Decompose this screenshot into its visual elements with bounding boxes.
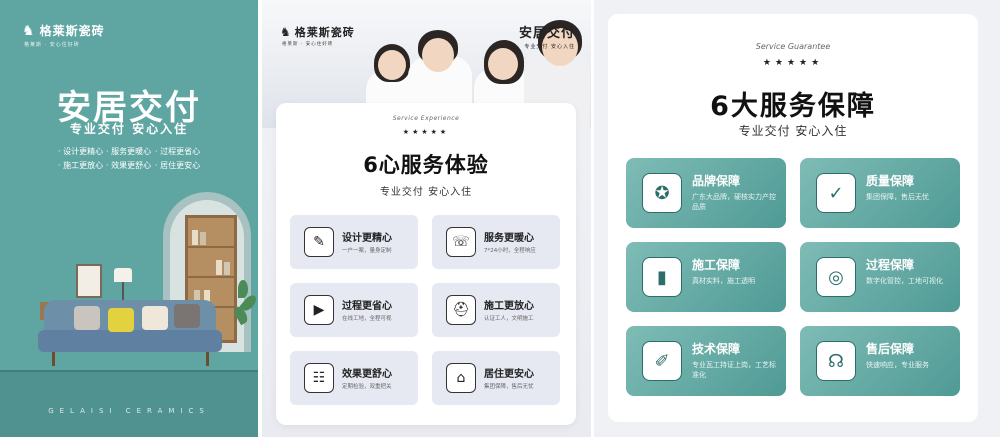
item-desc: 在线工地，全程可视 [342,316,392,322]
shield-check-icon: ✓ [816,173,856,213]
document-search-icon: ☷ [304,363,334,393]
paint-roller-icon: ▮ [642,257,682,297]
item-name: 设计更精心 [342,233,392,244]
poster-title: 安居交付 [57,88,201,128]
card-subtitle: 专业交付 安心入住 [738,124,848,138]
card-subtitle: 专业交付 安心入住 [379,187,473,198]
lion-logo-icon: ♞ [280,25,291,39]
arc-caption: Service Guarantee [755,42,831,51]
item-name: 过程保障 [866,258,915,272]
experience-item: ✎ 设计更精心 一户一案，量身定制 [290,215,418,269]
floor-line [0,370,258,372]
star-rating: ★★★★★ [762,58,824,68]
lamp-pole [122,282,124,302]
poster-footer: GELAISI CERAMICS [48,407,210,415]
brand-name: 格莱斯瓷砖 [39,24,105,38]
pillow [74,306,100,330]
item-name: 过程更省心 [342,301,392,312]
ruler-pencil-icon: ✎ [304,227,334,257]
feature-item: · 设计更精心 [58,147,104,156]
card-title: 6心服务体验 [363,153,489,177]
guarantee-card: Service Guarantee ★★★★★ 6大服务保障 专业交付 安心入住… [608,14,978,422]
item-desc: 一户一案，量身定制 [342,248,392,254]
helmet-icon: ⛑ [446,295,476,325]
video-icon: ▶ [304,295,334,325]
brand-name: 格莱斯瓷砖 [294,26,355,39]
item-desc: 快速响应，专业服务 [866,361,929,369]
pillow [142,306,168,330]
guarantee-item: ✓ 质量保障 集团保障，售后无忧 [800,158,960,228]
house-check-icon: ⌂ [446,363,476,393]
guarantee-item: ▮ 施工保障 真材实料，施工透明 [626,242,786,312]
guarantee-item: ◎ 过程保障 数字化管控，工地可视化 [800,242,960,312]
target-icon: ◎ [816,257,856,297]
medal-icon: ✪ [642,173,682,213]
picture-frame [76,264,102,298]
poster-guarantee: Service Guarantee ★★★★★ 6大服务保障 专业交付 安心入住… [594,0,1000,437]
lamp-icon [114,268,132,282]
feature-item: · 过程更省心 [155,147,201,156]
item-name: 品牌保障 [692,174,741,188]
item-name: 售后保障 [866,342,915,356]
item-desc: 数字化管控，工地可视化 [866,277,943,285]
sofa-seat [38,330,222,352]
guarantee-item: ☊ 售后保障 快速响应，专业服务 [800,326,960,396]
feature-item: · 居住更安心 [155,161,201,170]
tag-title: 安居交付 [518,26,575,41]
item-desc: 真材实料，施工透明 [692,277,755,285]
item-desc: 集团保障，售后无忧 [866,193,929,201]
item-name: 技术保障 [692,342,741,356]
item-desc: 专业瓦工持证上岗，工艺标准化 [692,361,776,379]
headset-icon: ☊ [816,341,856,381]
experience-item: ⌂ 居住更安心 集团保障，售后无忧 [432,351,560,405]
brand-logo: ♞ 格莱斯瓷砖 格莱斯 · 安心住好砖 [22,22,105,49]
card-title: 6大服务保障 [710,91,876,122]
floor [0,372,258,437]
tools-icon: ✐ [642,341,682,381]
feature-item: · 服务更暖心 [106,147,152,156]
pillow [108,308,134,332]
item-desc: 广东大品牌，硬核实力产控品质 [692,193,776,211]
feature-item: · 效果更舒心 [106,161,152,170]
poster-delivery: ♞ 格莱斯瓷砖 格莱斯 · 安心住好砖 安居交付 专业交付 安心入住 · 设计更… [0,0,258,437]
lion-logo-icon: ♞ [22,22,35,39]
sofa-leg [52,352,55,366]
pillow [174,304,200,328]
delivery-tag: 安居交付 专业交付 安心入住 [519,22,575,50]
item-name: 施工更放心 [484,301,534,312]
guarantee-item: ✐ 技术保障 专业瓦工持证上岗，工艺标准化 [626,326,786,396]
item-name: 居住更安心 [484,369,534,380]
star-rating: ★★★★★ [402,128,450,136]
plant-icon [232,280,258,340]
brand-logo: ♞ 格莱斯瓷砖 格莱斯 · 安心住好砖 [280,24,355,47]
item-desc: 定期检验，双重把关 [342,384,392,390]
item-desc: 集团保障，售后无忧 [484,384,534,390]
experience-item: ☏ 服务更暖心 7*24小时，全程响应 [432,215,560,269]
tag-subtitle: 专业交付 安心入住 [524,44,575,50]
experience-item: ▶ 过程更省心 在线工地，全程可视 [290,283,418,337]
arc-caption: Service Experience [392,115,460,122]
feature-item: · 施工更放心 [58,161,104,170]
item-name: 服务更暖心 [484,233,534,244]
poster-subtitle: 专业交付 安心入住 [69,122,189,136]
item-name: 效果更舒心 [342,369,392,380]
brand-slogan: 格莱斯 · 安心住好砖 [282,42,334,47]
experience-item: ☷ 效果更舒心 定期检验，双重把关 [290,351,418,405]
sofa-leg [206,352,209,366]
item-name: 施工保障 [692,258,741,272]
item-desc: 认证工人，文明施工 [484,316,534,322]
poster-experience: ♞ 格莱斯瓷砖 格莱斯 · 安心住好砖 安居交付 专业交付 安心入住 Servi… [262,0,591,437]
headset-icon: ☏ [446,227,476,257]
item-desc: 7*24小时，全程响应 [484,248,536,254]
guarantee-item: ✪ 品牌保障 广东大品牌，硬核实力产控品质 [626,158,786,228]
brand-slogan: 格莱斯 · 安心住好砖 [24,42,80,48]
experience-item: ⛑ 施工更放心 认证工人，文明施工 [432,283,560,337]
experience-card: Service Experience ★★★★★ 6心服务体验 专业交付 安心入… [276,103,576,425]
item-name: 质量保障 [866,174,915,188]
